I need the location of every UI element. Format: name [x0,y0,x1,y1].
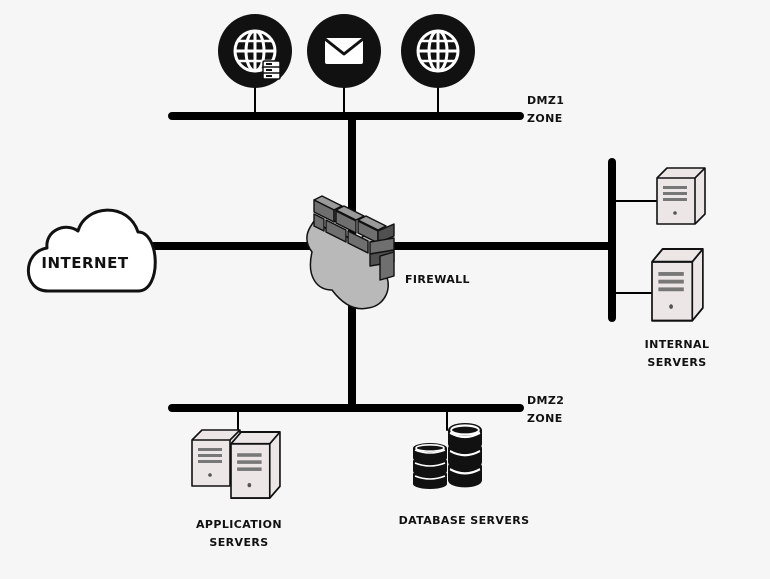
cloud-icon [26,208,157,293]
internal-server-2 [650,247,704,322]
network-links [142,85,657,437]
database-stack-2 [446,421,484,490]
dmz2-zone-label: DMZ2 ZONE [527,392,564,428]
internal-label-line1: INTERNAL [644,338,710,351]
internal-label-line2: SERVERS [647,356,707,369]
dmz2-label-line1: DMZ2 [527,394,565,407]
internet-label: INTERNET [41,254,129,272]
firewall-label: FIREWALL [405,273,470,286]
internal-servers-label: INTERNAL SERVERS [645,336,710,372]
globe-server-icon [216,12,294,90]
globe-icon [399,12,477,90]
internal-server-1 [656,167,706,225]
application-label-line1: APPLICATION [195,518,283,531]
mail-envelope-icon [307,14,381,88]
firewall-brick-wall-icon [306,195,395,310]
application-label-line2: SERVERS [209,536,269,549]
dmz1-label-line1: DMZ1 [527,94,565,107]
database-stack-1 [412,442,448,491]
application-server-2 [230,431,281,500]
database-servers-label: DATABASE SERVERS [398,514,530,527]
dmz1-label-line2: ZONE [527,112,563,125]
dmz1-zone-label: DMZ1 ZONE [527,92,564,128]
application-servers-label: APPLICATION SERVERS [196,516,282,552]
dmz2-label-line2: ZONE [527,412,563,425]
